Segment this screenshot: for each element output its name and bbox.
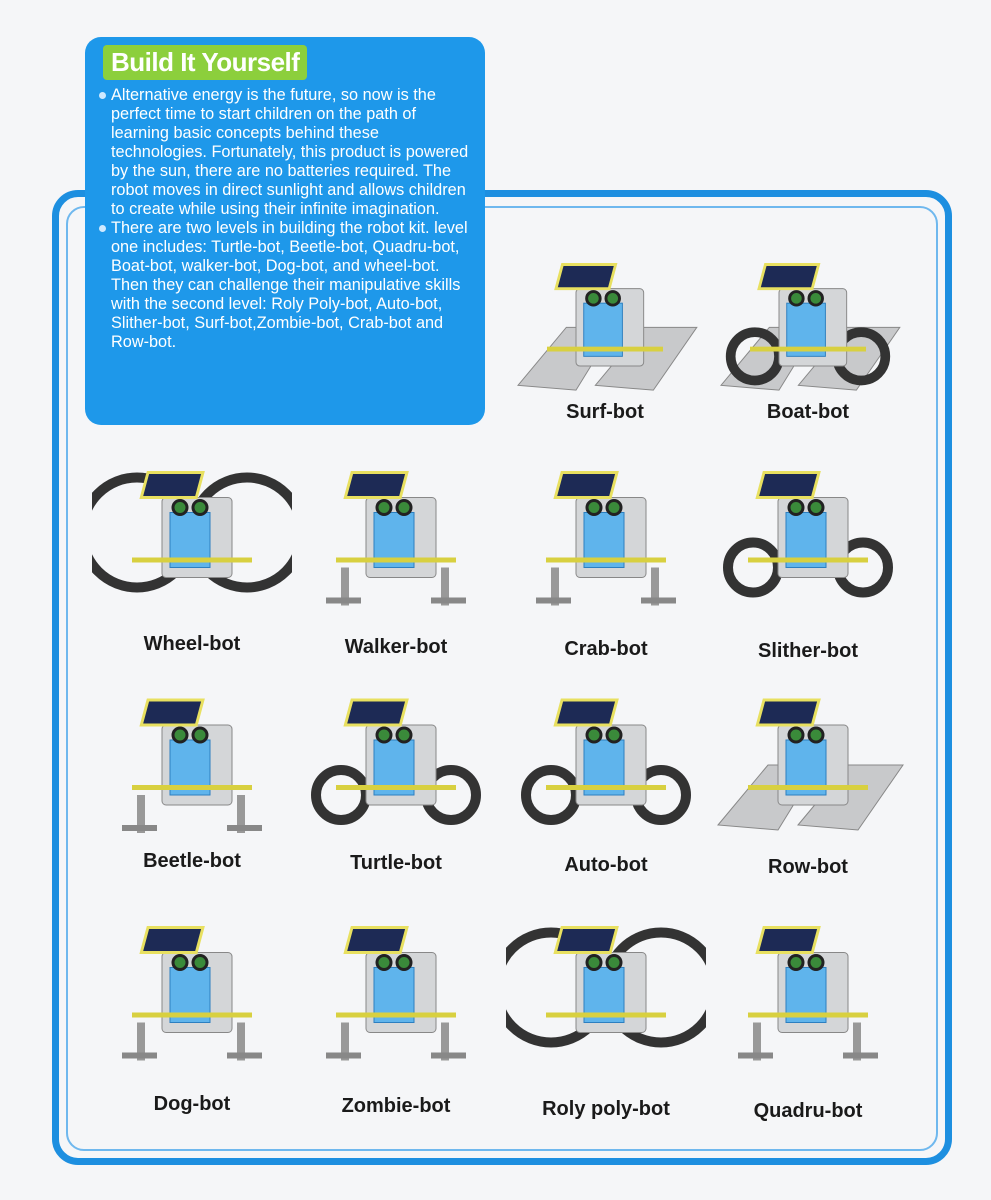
robot-label: Auto-bot <box>564 854 648 876</box>
info-paragraph: There are two levels in building the rob… <box>97 219 473 352</box>
robot-image <box>501 680 711 840</box>
info-title: Build It Yourself <box>103 45 308 80</box>
robot-wheel: Wheel-bot <box>87 445 297 671</box>
robot-row: Row-bot <box>703 680 913 894</box>
robot-image <box>87 890 297 1085</box>
robot-quadru: Quadru-bot <box>703 890 913 1138</box>
robot-auto: Auto-bot <box>501 680 711 892</box>
robot-label: Walker-bot <box>344 636 448 658</box>
robot-image <box>501 445 711 620</box>
robot-label: Beetle-bot <box>143 850 241 872</box>
robot-walker: Walker-bot <box>291 445 501 674</box>
robot-label: Row-bot <box>768 856 848 878</box>
robot-image <box>703 680 913 840</box>
robot-image <box>703 890 913 1085</box>
robot-label: Dog-bot <box>153 1093 231 1115</box>
robot-roly: Roly poly-bot <box>501 890 711 1136</box>
robot-zombie: Zombie-bot <box>291 890 501 1133</box>
info-box: Build It Yourself Alternative energy is … <box>85 37 485 425</box>
robot-image <box>703 445 913 620</box>
robot-image <box>500 250 710 395</box>
robot-image <box>87 445 297 620</box>
robot-image <box>291 890 501 1085</box>
robot-label: Boat-bot <box>766 401 850 423</box>
robot-image <box>291 680 501 840</box>
robot-label: Turtle-bot <box>350 852 442 874</box>
robot-turtle: Turtle-bot <box>291 680 501 890</box>
robot-label: Quadru-bot <box>753 1100 863 1122</box>
robot-label: Crab-bot <box>564 638 648 660</box>
robot-image <box>501 890 711 1085</box>
robot-label: Surf-bot <box>566 401 644 423</box>
robot-label: Roly poly-bot <box>542 1098 670 1120</box>
robot-image <box>87 680 297 840</box>
robot-image <box>703 250 913 395</box>
robot-label: Wheel-bot <box>143 633 241 655</box>
robot-surf: Surf-bot <box>500 250 710 439</box>
robot-image <box>291 445 501 620</box>
robot-dog: Dog-bot <box>87 890 297 1131</box>
robot-label: Zombie-bot <box>341 1095 451 1117</box>
robot-label: Slither-bot <box>758 640 858 662</box>
robot-beetle: Beetle-bot <box>87 680 297 888</box>
info-paragraph: Alternative energy is the future, so now… <box>97 86 473 219</box>
robot-crab: Crab-bot <box>501 445 711 676</box>
robot-slither: Slither-bot <box>703 445 913 678</box>
robot-boat: Boat-bot <box>703 250 913 439</box>
blue-frame <box>52 190 952 1165</box>
inner-frame <box>66 206 938 1151</box>
